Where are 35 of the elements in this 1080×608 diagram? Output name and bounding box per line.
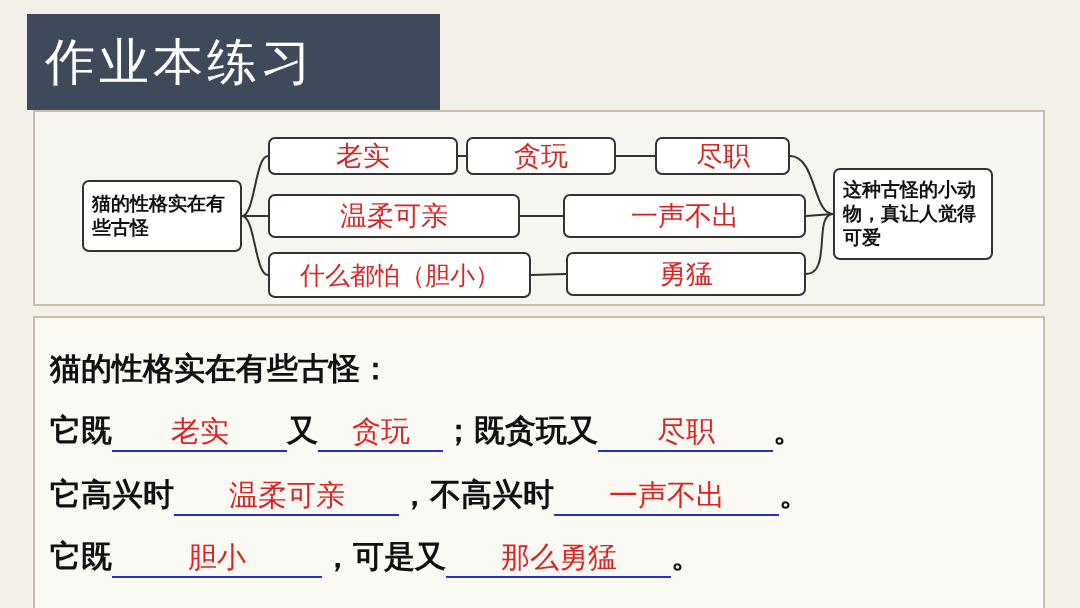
- text-box: 一声不出: [563, 194, 806, 238]
- sentence-text: 。: [779, 475, 810, 514]
- connector-line: [615, 155, 656, 157]
- sentence-text: 它高兴时: [50, 475, 174, 514]
- answer-blank: 胆小: [112, 542, 322, 578]
- connector-line: [519, 215, 564, 217]
- sentence-text: 又: [287, 411, 318, 450]
- answer-blank: 尽职: [598, 416, 773, 452]
- title-banner: 作业本练习: [27, 14, 440, 110]
- sentence-text: 。: [671, 537, 702, 576]
- sentence-text: 。: [773, 411, 804, 450]
- text-box: 勇猛: [566, 252, 806, 296]
- brace-line: [241, 215, 269, 276]
- text-box: 猫的性格实在有些古怪: [82, 180, 242, 252]
- answer-blank: 贪玩: [318, 416, 443, 452]
- answer-blank: 那么勇猛: [446, 542, 671, 578]
- sentence-text: 它既: [50, 537, 112, 576]
- sentence-text: ；既贪玩又: [443, 411, 598, 450]
- text-box: 老实: [268, 137, 458, 175]
- answer-blank: 老实: [112, 416, 287, 452]
- text-box: 贪玩: [466, 137, 616, 175]
- connector-line: [457, 155, 467, 157]
- sentence-text: ，不高兴时: [399, 475, 554, 514]
- text-box: 什么都怕（胆小）: [268, 252, 531, 298]
- answer-blank: 温柔可亲: [174, 480, 399, 516]
- text-box: 这种古怪的小动物，真让人觉得可爱: [833, 168, 993, 260]
- brace-line: [241, 155, 269, 217]
- connector-line: [530, 273, 567, 276]
- sentence-text: ，可是又: [322, 537, 446, 576]
- heading-text: 猫的性格实在有些古怪：: [50, 349, 391, 388]
- text-box: 尽职: [655, 137, 790, 175]
- brace-line: [805, 213, 834, 275]
- text-box: 温柔可亲: [268, 194, 520, 238]
- answer-blank: 一声不出: [554, 480, 779, 516]
- sentence-text: 它既: [50, 411, 112, 450]
